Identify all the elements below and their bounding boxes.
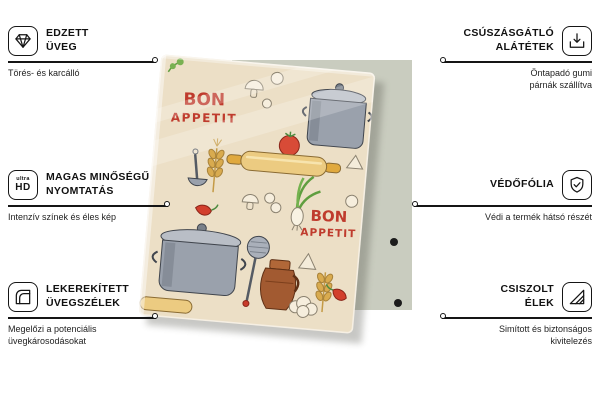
callout-description: Védi a termék hátsó részét bbox=[484, 211, 592, 222]
callout-title: MAGAS MINŐSÉGŰ NYOMTATÁS bbox=[46, 171, 150, 197]
antislip-underlay-icon bbox=[562, 26, 592, 56]
mounting-dot bbox=[394, 299, 402, 307]
callout-description: Törés- és karcálló bbox=[8, 67, 80, 78]
ultra-hd-label: ultra bbox=[16, 176, 30, 183]
panel-print-text-1: BON APPETIT bbox=[171, 90, 238, 126]
salt-pile-doodle bbox=[297, 252, 317, 270]
ultra-hd-icon: ultra HD bbox=[8, 170, 38, 200]
wheat-doodle bbox=[206, 138, 225, 193]
shield-check-icon bbox=[562, 170, 592, 200]
print-text-line: APPETIT bbox=[171, 110, 238, 125]
mounting-dot bbox=[390, 238, 398, 246]
callout-description: Megelőzi a potenciális üvegkárosodásokat bbox=[8, 323, 97, 346]
panel-print-text-2: BON APPETIT bbox=[300, 207, 356, 241]
rounded-corner-icon bbox=[8, 282, 38, 312]
pot-doodle bbox=[151, 223, 247, 297]
print-text-line: APPETIT bbox=[300, 226, 356, 240]
cauliflower-doodle bbox=[288, 295, 318, 318]
callout-antislip-pads: CSÚSZÁSGÁTLÓ ALÁTÉTEK Öntapadó gumi párn… bbox=[440, 26, 592, 91]
leader-dot bbox=[164, 201, 170, 207]
callout-title: LEKEREKÍTETT ÜVEGSZÉLEK bbox=[46, 283, 129, 309]
leader-dot bbox=[152, 313, 158, 319]
chili-doodle bbox=[194, 204, 219, 216]
spring-onion-doodle bbox=[290, 175, 321, 231]
chili-doodle bbox=[325, 284, 347, 301]
callout-protective-film: VÉDŐFÓLIA Védi a termék hátsó részét bbox=[412, 170, 592, 223]
herb-doodle bbox=[167, 58, 184, 73]
ladle-doodle bbox=[187, 148, 208, 187]
leader-line bbox=[8, 57, 158, 63]
leader-dot bbox=[152, 57, 158, 63]
callout-description: Öntapadó gumi párnák szállítva bbox=[529, 67, 592, 90]
mushroom-doodle bbox=[241, 193, 259, 211]
print-text-line: BON bbox=[183, 90, 225, 111]
leader-line bbox=[8, 201, 170, 207]
leader-dot bbox=[412, 201, 418, 207]
rolling-pin-doodle bbox=[226, 150, 342, 177]
callout-polished-edges: CSISZOLT ÉLEK Simított és biztonságos ki… bbox=[440, 282, 592, 347]
leader-line bbox=[440, 313, 592, 319]
leader-line bbox=[412, 201, 592, 207]
callout-title: CSÚSZÁSGÁTLÓ ALÁTÉTEK bbox=[463, 27, 554, 53]
callout-title: VÉDŐFÓLIA bbox=[490, 178, 554, 191]
diamond-icon bbox=[8, 26, 38, 56]
glass-panel: BON APPETIT bbox=[138, 54, 376, 334]
leader-line bbox=[8, 313, 158, 319]
print-text-line: BON bbox=[310, 207, 347, 226]
mushroom-doodle bbox=[244, 79, 264, 98]
leader-line bbox=[440, 57, 592, 63]
callout-rounded-glass-edges: LEKEREKÍTETT ÜVEGSZÉLEK Megelőzi a poten… bbox=[8, 282, 158, 347]
leader-dot bbox=[440, 57, 446, 63]
salt-pile-doodle bbox=[345, 154, 364, 170]
skimmer-doodle bbox=[242, 235, 270, 307]
callout-description: Intenzív színek és éles kép bbox=[8, 211, 117, 222]
leader-dot bbox=[440, 313, 446, 319]
ultra-hd-label: HD bbox=[15, 181, 31, 193]
callout-title: EDZETT ÜVEG bbox=[46, 27, 89, 53]
callout-description: Simított és biztonságos kivitelezés bbox=[498, 323, 592, 346]
polished-edge-icon bbox=[562, 282, 592, 312]
jug-doodle bbox=[259, 259, 300, 311]
callout-tempered-glass: EDZETT ÜVEG Törés- és karcálló bbox=[8, 26, 158, 79]
callout-title: CSISZOLT ÉLEK bbox=[500, 283, 554, 309]
tomato-doodle bbox=[278, 131, 300, 157]
wheat-doodle bbox=[315, 272, 334, 313]
callout-high-quality-print: ultra HD MAGAS MINŐSÉGŰ NYOMTATÁS Intenz… bbox=[8, 170, 170, 223]
